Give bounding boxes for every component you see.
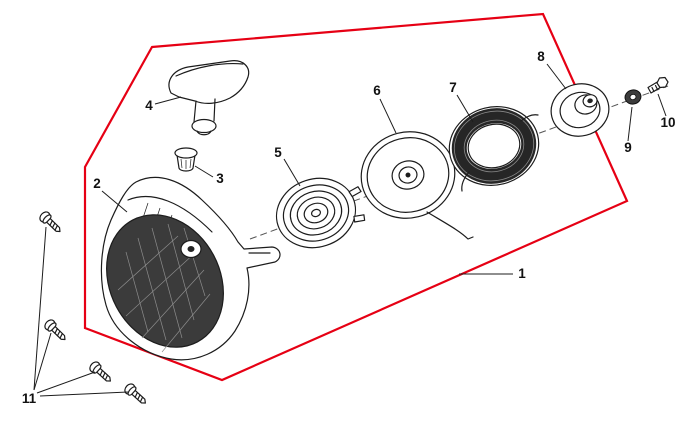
part-starter-housing <box>100 176 281 361</box>
housing-hub-hole <box>187 246 195 252</box>
part-washer <box>624 89 642 105</box>
leader-9 <box>627 106 633 142</box>
part-label-10: 10 <box>660 115 675 130</box>
part-label-4: 4 <box>145 98 153 113</box>
housing-mesh-hatch <box>117 223 211 353</box>
friction-plate-tabs <box>348 186 366 223</box>
part-recoil-spring <box>448 106 540 186</box>
leader-4 <box>154 96 182 105</box>
leader-8 <box>546 63 567 90</box>
part-label-6: 6 <box>373 83 381 98</box>
leader-11d <box>39 391 130 397</box>
leader-lines <box>33 63 667 397</box>
leader-11b <box>33 332 52 391</box>
leader-11a <box>33 226 47 391</box>
spring-inner-hook <box>461 171 470 192</box>
assembly-boundary-outline <box>83 12 629 382</box>
part-friction-plate <box>275 177 366 249</box>
part-bolt <box>647 76 669 94</box>
part-label-1: 1 <box>518 266 526 281</box>
part-label-3: 3 <box>216 171 224 186</box>
part-rope-reel <box>360 131 456 219</box>
screw <box>124 383 146 404</box>
part-label-11: 11 <box>22 391 37 406</box>
leader-5 <box>283 158 301 187</box>
screw <box>39 211 61 233</box>
leader-6 <box>379 98 397 134</box>
part-label-5: 5 <box>274 145 282 160</box>
part-label-2: 2 <box>93 176 101 191</box>
part-label-7: 7 <box>449 80 457 95</box>
leader-7 <box>456 94 474 123</box>
starter-rope <box>426 211 474 240</box>
part-starter-grip <box>168 60 250 136</box>
part-rope-bushing <box>174 147 198 172</box>
part-label-9: 9 <box>624 140 632 155</box>
leader-10 <box>657 93 667 117</box>
leader-3 <box>194 165 214 178</box>
part-starter-cup <box>550 83 610 137</box>
part-label-8: 8 <box>537 49 545 64</box>
leader-11c <box>36 371 96 394</box>
screw <box>44 319 66 341</box>
leader-2 <box>101 190 128 213</box>
part-labels: 1 2 3 4 5 6 7 8 9 10 11 <box>22 49 676 406</box>
spring-outer-hook <box>520 114 539 122</box>
